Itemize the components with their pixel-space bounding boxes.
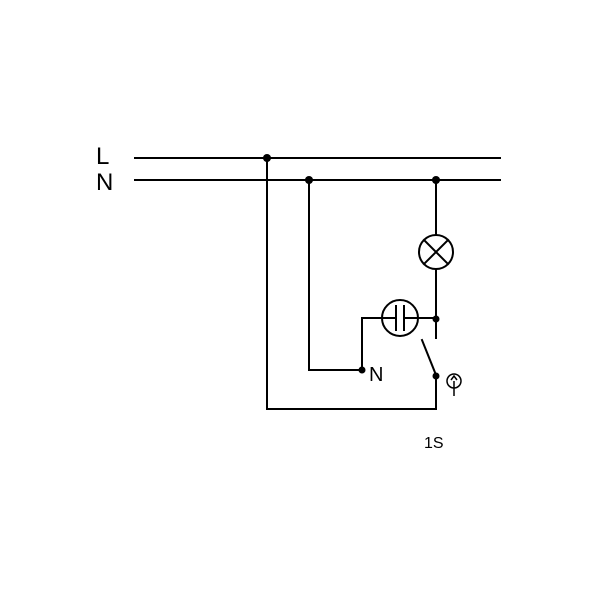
- neutral-line-label: N: [96, 169, 113, 196]
- device-n-label: N: [369, 364, 383, 386]
- live-line-label: L: [96, 143, 109, 170]
- live-feed-wire: [266, 157, 437, 410]
- lamp-icon: [418, 234, 454, 270]
- capacitor-icon: [381, 299, 419, 337]
- switch-contact: [420, 338, 438, 377]
- switch-pivot: [432, 372, 440, 380]
- neutral-device-wire: [308, 179, 363, 371]
- switch-label: 1S: [424, 435, 444, 452]
- capacitor-left-wire: [361, 317, 383, 371]
- motion-sensor-icon: [446, 373, 462, 396]
